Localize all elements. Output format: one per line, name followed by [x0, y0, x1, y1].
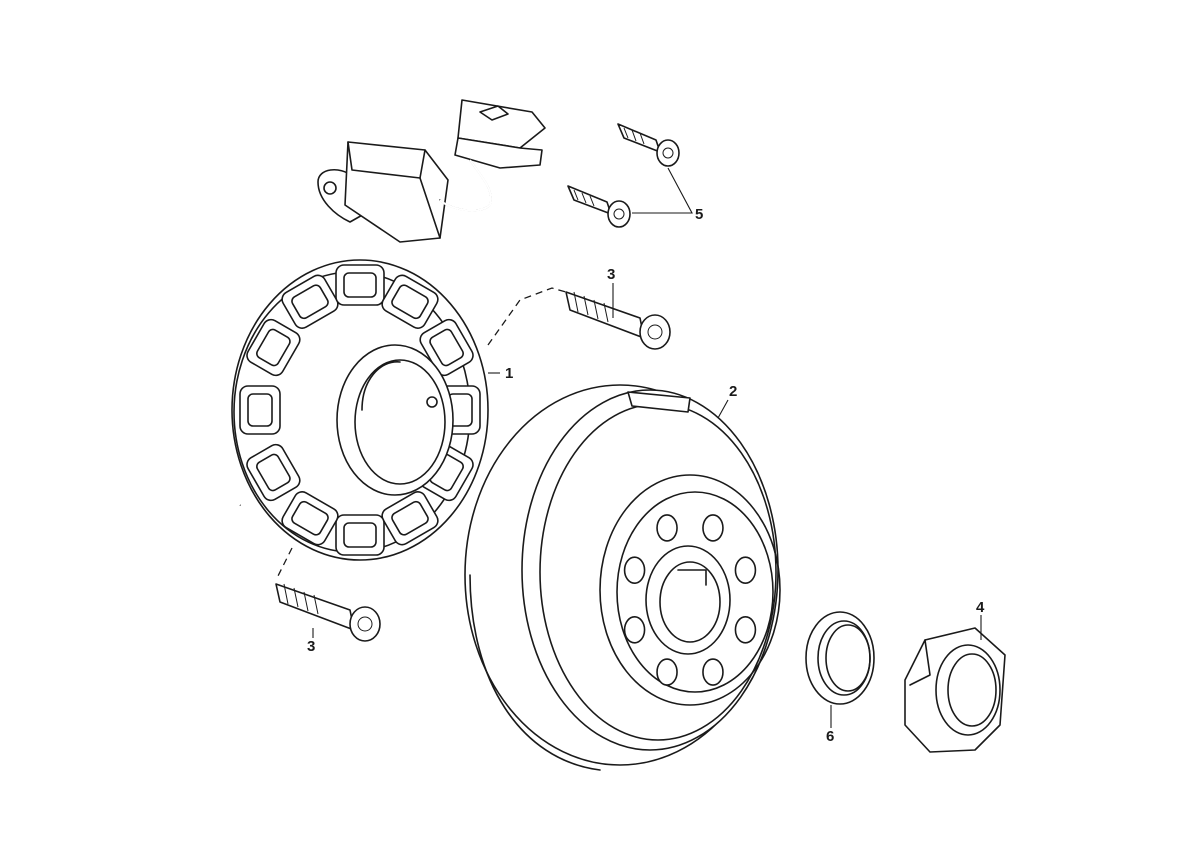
alignment-line-lower — [277, 547, 293, 577]
flywheel-hole — [656, 658, 678, 686]
stator-assembly — [212, 99, 546, 561]
callout-2: 2 — [729, 383, 737, 400]
flywheel-hole — [702, 514, 724, 542]
callout-6: 6 — [826, 728, 834, 745]
alignment-line-upper — [487, 287, 567, 346]
stator-coil-winding — [343, 272, 377, 298]
stator-coil-pole — [381, 491, 439, 546]
stator-coil-winding — [291, 284, 329, 320]
bolt-3-upper — [565, 291, 671, 350]
stator-coil-pole — [246, 443, 301, 502]
stator-coil-winding — [343, 522, 377, 548]
washer-6 — [805, 611, 875, 705]
flywheel-hole — [656, 514, 678, 542]
flywheel-hole — [734, 556, 757, 584]
stator-coil-winding — [391, 500, 429, 536]
callout-5: 5 — [695, 206, 703, 223]
bolt-5-lower — [567, 185, 631, 228]
callout-1: 1 — [505, 365, 513, 382]
callout-3-lower: 3 — [307, 638, 315, 655]
stator-coil-pole — [419, 318, 474, 377]
flywheel-hole — [623, 616, 646, 644]
flywheel-hole — [734, 616, 757, 644]
stator-coil-pole — [239, 385, 281, 435]
bolt-3-lower — [275, 583, 381, 642]
stator-coil-pole — [381, 274, 439, 329]
stator-coil-winding — [391, 284, 429, 320]
stator-coil-pole — [335, 264, 385, 306]
stator-coil-pole — [281, 274, 339, 329]
stator-coil-winding — [247, 393, 273, 427]
stator-coil-pole — [281, 491, 339, 546]
flywheel-rotor — [464, 384, 781, 771]
bolt-5-upper — [617, 123, 680, 167]
flywheel-hole — [623, 556, 646, 584]
stator-coil-winding — [256, 328, 291, 367]
stator-coil-winding — [256, 453, 291, 492]
stator-coil-winding — [429, 328, 464, 367]
callout-4: 4 — [976, 599, 985, 616]
stator-coil-pole — [246, 318, 301, 377]
callout-3-upper: 3 — [607, 266, 615, 283]
stator-coil-pole — [335, 514, 385, 556]
flywheel-hole — [702, 658, 724, 686]
nut-4 — [904, 627, 1006, 753]
stator-coil-winding — [291, 500, 329, 536]
